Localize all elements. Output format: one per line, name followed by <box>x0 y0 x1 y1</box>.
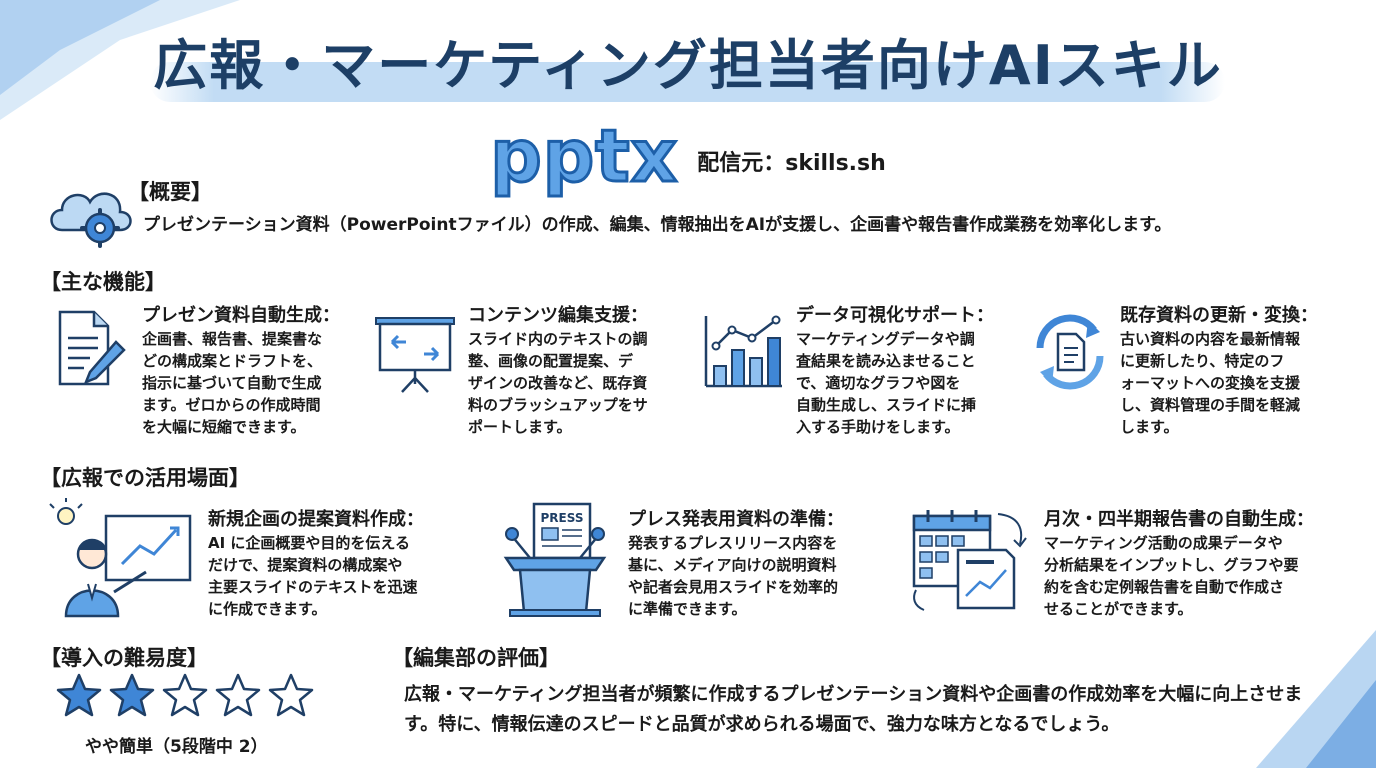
feature-title: データ可視化サポート： <box>796 305 994 326</box>
product-name: pptx <box>489 114 679 198</box>
star-filled-icon <box>109 673 155 717</box>
difficulty-rating <box>56 672 314 718</box>
usecase-title: プレス発表用資料の準備： <box>628 509 844 530</box>
feature-title: コンテンツ編集支援： <box>468 305 648 326</box>
difficulty-heading: 【導入の難易度】 <box>40 646 208 670</box>
difficulty-label: やや簡単（5段階中 2） <box>85 737 268 757</box>
title-highlight <box>150 62 1225 102</box>
feature-item-update-convert: 既存資料の更新・変換： 古い資料の内容を最新情報 に更新したり、特定のフ ォーマ… <box>1120 304 1318 438</box>
usecases-heading: 【広報での活用場面】 <box>40 466 250 490</box>
star-empty-icon <box>162 673 208 717</box>
usecase-text: AI に企画概要や目的を伝える だけで、提案資料の構成案や 主要スライドのテキス… <box>208 534 418 618</box>
star-empty-icon <box>215 673 261 717</box>
usecase-item-proposal: 新規企画の提案資料作成： AI に企画概要や目的を伝える だけで、提案資料の構成… <box>208 508 424 620</box>
document-pen-icon <box>58 310 126 386</box>
usecase-title: 新規企画の提案資料作成： <box>208 509 424 530</box>
presenter-board-icon <box>49 498 192 618</box>
press-podium-icon: PRESS <box>503 502 607 617</box>
overview-text: プレゼンテーション資料（PowerPointファイル）の作成、編集、情報抽出をA… <box>143 215 1172 235</box>
feature-item-auto-generate: プレゼン資料自動生成： 企画書、報告書、提案書な どの構成案とドラフトを、 指示… <box>142 304 340 438</box>
calendar-report-icon <box>912 510 1027 611</box>
feature-text: 企画書、報告書、提案書な どの構成案とドラフトを、 指示に基づいて自動で生成 ま… <box>142 330 323 436</box>
usecase-text: 発表するプレスリリース内容を 基に、メディア向けの説明資料 や記者会見用スライド… <box>628 534 839 618</box>
review-text: 広報・マーケティング担当者が頻繁に作成するプレゼンテーション資料や企画書の作成効… <box>404 684 1303 735</box>
star-empty-icon <box>268 673 314 717</box>
usecase-item-monthly-report: 月次・四半期報告書の自動生成： マーケティング活動の成果データや 分析結果をイン… <box>1044 508 1314 620</box>
review-heading: 【編集部の評価】 <box>392 646 560 670</box>
feature-text: マーケティングデータや調 査結果を読み込ませること で、適切なグラフや図を 自動… <box>796 330 977 436</box>
refresh-document-icon <box>1036 314 1104 390</box>
overview-heading: 【概要】 <box>128 180 212 204</box>
presentation-board-icon <box>375 317 455 393</box>
usecase-title: 月次・四半期報告書の自動生成： <box>1044 509 1314 530</box>
features-heading: 【主な機能】 <box>40 270 166 294</box>
source-label: 配信元：skills.sh <box>697 151 886 176</box>
feature-item-content-edit: コンテンツ編集支援： スライド内のテキストの調 整、画像の配置提案、デ ザインの… <box>468 304 648 438</box>
usecase-item-press: プレス発表用資料の準備： 発表するプレスリリース内容を 基に、メディア向けの説明… <box>628 508 844 620</box>
feature-text: 古い資料の内容を最新情報 に更新したり、特定のフ ォーマットへの変換を支援 し、… <box>1120 330 1301 436</box>
page-title: 広報・マーケティング担当者向けAIスキル <box>153 34 1223 97</box>
cloud-gear-icon <box>50 192 132 248</box>
star-filled-icon <box>56 673 102 717</box>
press-label: PRESS <box>541 511 584 525</box>
feature-text: スライド内のテキストの調 整、画像の配置提案、デ ザインの改善など、既存資 料の… <box>468 330 648 436</box>
feature-title: 既存資料の更新・変換： <box>1120 305 1318 326</box>
bar-chart-icon <box>704 315 782 388</box>
usecase-text: マーケティング活動の成果データや 分析結果をインプットし、グラフや要 約を含む定… <box>1044 534 1299 618</box>
feature-title: プレゼン資料自動生成： <box>142 305 340 326</box>
feature-item-data-visualization: データ可視化サポート： マーケティングデータや調 査結果を読み込ませること で、… <box>796 304 994 438</box>
